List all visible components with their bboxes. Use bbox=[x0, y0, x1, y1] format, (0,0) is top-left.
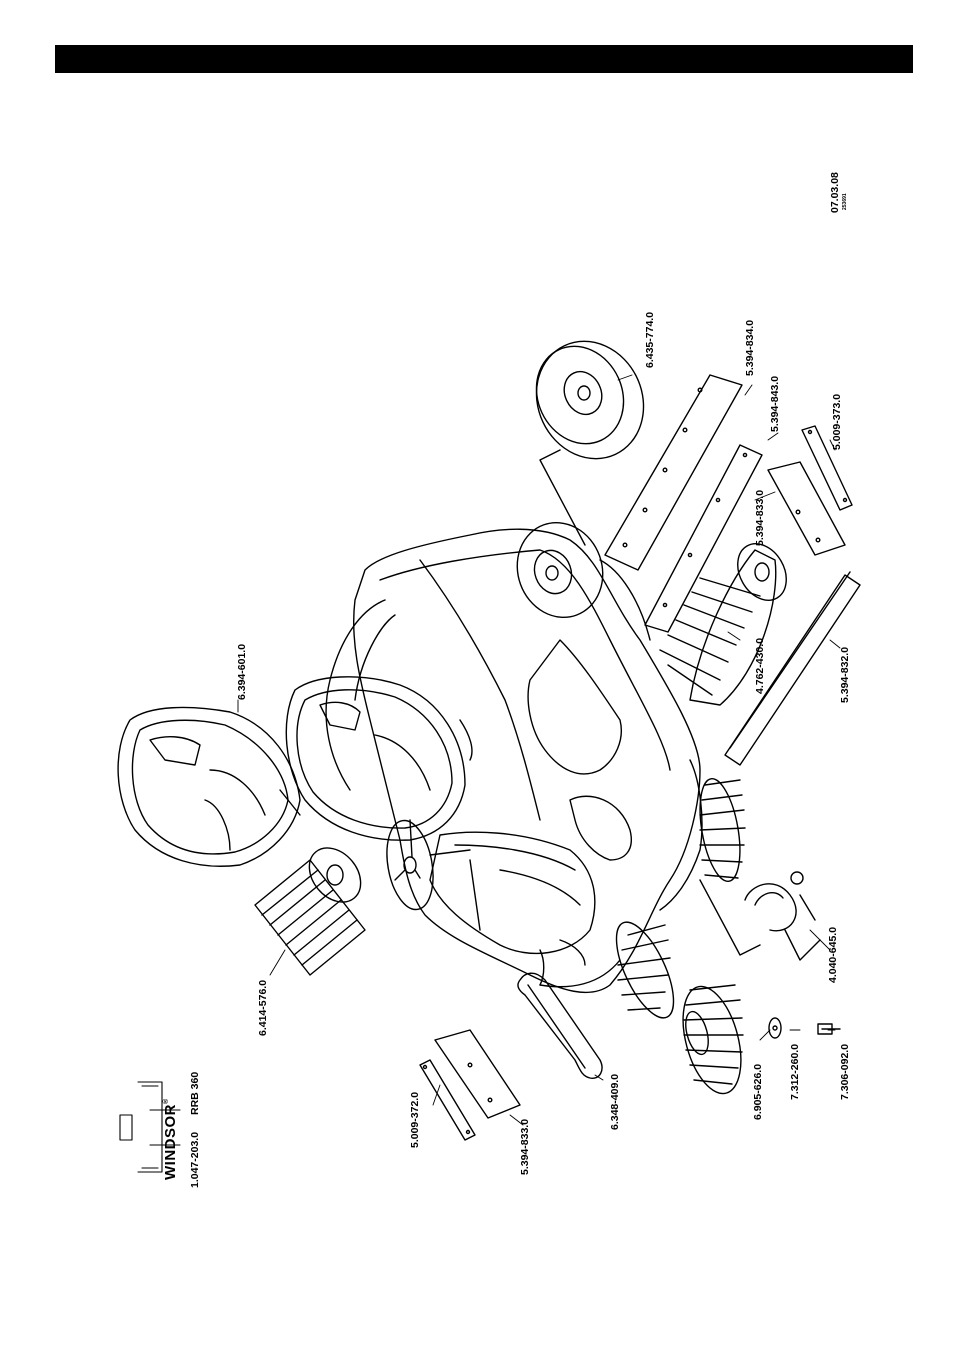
part-label: 5.009-373.0 bbox=[832, 394, 843, 450]
drawing-code-label: 253691 bbox=[843, 193, 848, 210]
brand-logo-text: WINDSOR® bbox=[163, 1098, 178, 1180]
part-label: 6.414-576.0 bbox=[258, 980, 269, 1036]
part-label: 6.435-774.0 bbox=[645, 312, 656, 368]
registered-mark: ® bbox=[163, 1098, 170, 1104]
drive-belt bbox=[518, 973, 602, 1078]
strip-5-009-372 bbox=[420, 1060, 475, 1140]
detached-wheel bbox=[518, 324, 663, 545]
part-label: 6.905-626.0 bbox=[753, 1064, 764, 1120]
rear-wheel-on-body bbox=[504, 511, 616, 630]
side-brush-right bbox=[693, 776, 747, 885]
blade-5-394-843 bbox=[645, 445, 762, 632]
part-label: 5.394-833.0 bbox=[520, 1119, 531, 1175]
part-label: 7.306-092.0 bbox=[840, 1044, 851, 1100]
seat-detached bbox=[118, 707, 300, 866]
bracket-5-394-833-left bbox=[435, 1030, 520, 1118]
machine-body bbox=[326, 529, 702, 992]
strip-5-009-373 bbox=[802, 426, 852, 510]
side-brush-left bbox=[605, 914, 685, 1025]
brand-model: RRB 360 bbox=[190, 1072, 201, 1115]
part-label: 5.394-832.0 bbox=[840, 647, 851, 703]
part-label: 6.394-601.0 bbox=[237, 644, 248, 700]
part-label: 4.040-645.0 bbox=[828, 927, 839, 983]
part-label: 5.009-372.0 bbox=[410, 1092, 421, 1148]
part-label: 5.394-843.0 bbox=[770, 376, 781, 432]
side-brush-detached bbox=[673, 980, 752, 1100]
part-label: 5.394-833.0 bbox=[755, 490, 766, 546]
steering-wheel bbox=[381, 817, 470, 913]
part-label: 4.762-430.0 bbox=[755, 638, 766, 694]
bracket-5-394-833-right bbox=[768, 462, 845, 555]
part-label: 7.312-260.0 bbox=[790, 1044, 801, 1100]
roller-brush bbox=[255, 838, 371, 975]
part-label: 5.394-834.0 bbox=[745, 320, 756, 376]
brand-part-number: 1.047-203.0 bbox=[190, 1132, 201, 1188]
part-label: 6.348-409.0 bbox=[610, 1074, 621, 1130]
date-label: 07.03.08 bbox=[830, 172, 841, 213]
brand-name: WINDSOR bbox=[162, 1104, 179, 1180]
blade-5-394-834 bbox=[605, 375, 742, 570]
ring-part bbox=[700, 880, 820, 960]
